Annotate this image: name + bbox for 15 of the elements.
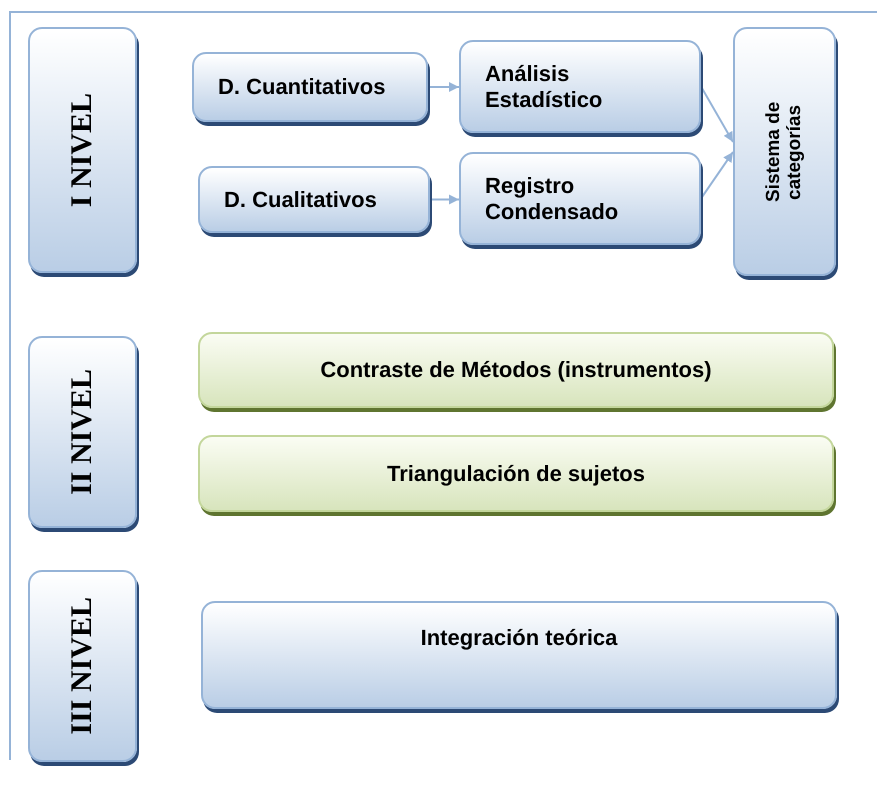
box-label: Contraste de Métodos (instrumentos): [320, 357, 712, 383]
box-label: D. Cuantitativos: [218, 74, 386, 100]
arrow: [700, 151, 734, 200]
box-label: Integración teórica: [420, 625, 618, 650]
box-label: Triangulación de sujetos: [387, 460, 645, 486]
level-label: I NIVEL: [65, 92, 100, 208]
arrow: [700, 86, 734, 142]
arrow: [428, 82, 459, 92]
box-label: Análisis Estadístico: [485, 61, 604, 112]
box-label: Sistema de categorías: [764, 100, 806, 204]
level-label: II NIVEL: [65, 369, 100, 495]
box-label: D. Cualitativos: [224, 186, 377, 212]
box-label: Registro Condensado: [485, 173, 620, 224]
level-label: III NIVEL: [65, 597, 100, 735]
arrow: [430, 194, 459, 204]
